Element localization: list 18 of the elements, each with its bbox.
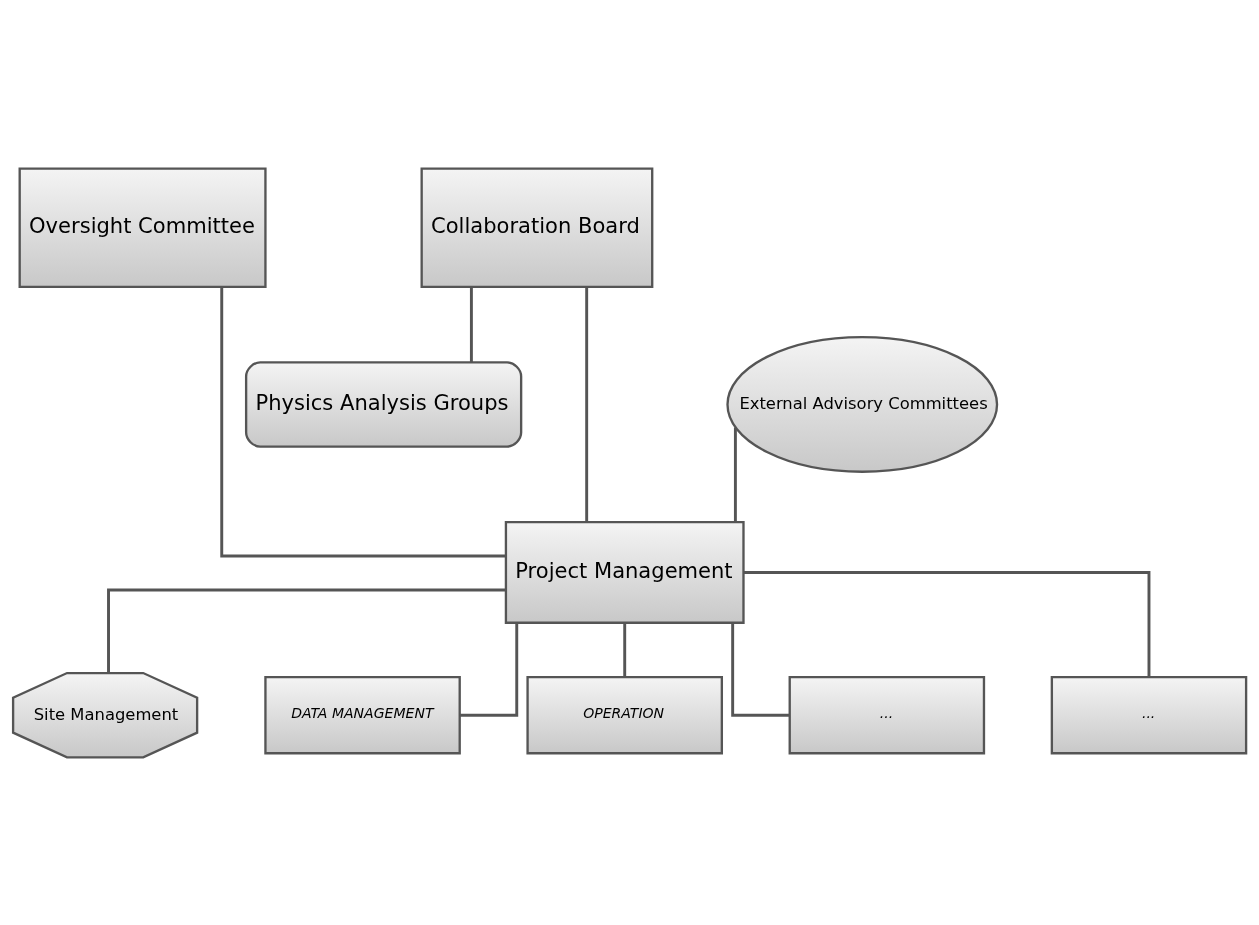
connector: [220, 286, 506, 557]
node-box: OPERATION: [526, 675, 723, 754]
node-box: DATA MANAGEMENT: [264, 675, 461, 754]
connector: [623, 622, 627, 677]
connector: [459, 622, 519, 717]
node-box: Collaboration Board: [420, 167, 654, 288]
connector: [107, 588, 506, 673]
connector: [585, 286, 589, 522]
connector: [733, 427, 737, 522]
connector: [469, 286, 473, 362]
node-box: Oversight Committee: [18, 167, 267, 288]
connector: [731, 622, 790, 717]
node-box: Physics Analysis Groups: [244, 360, 523, 448]
node-box: Project Management: [504, 520, 745, 624]
node-box: ...: [788, 675, 986, 754]
connector: [743, 570, 1151, 677]
node-ellipse: External Advisory Committees: [726, 335, 999, 473]
node-box: ...: [1050, 675, 1248, 754]
